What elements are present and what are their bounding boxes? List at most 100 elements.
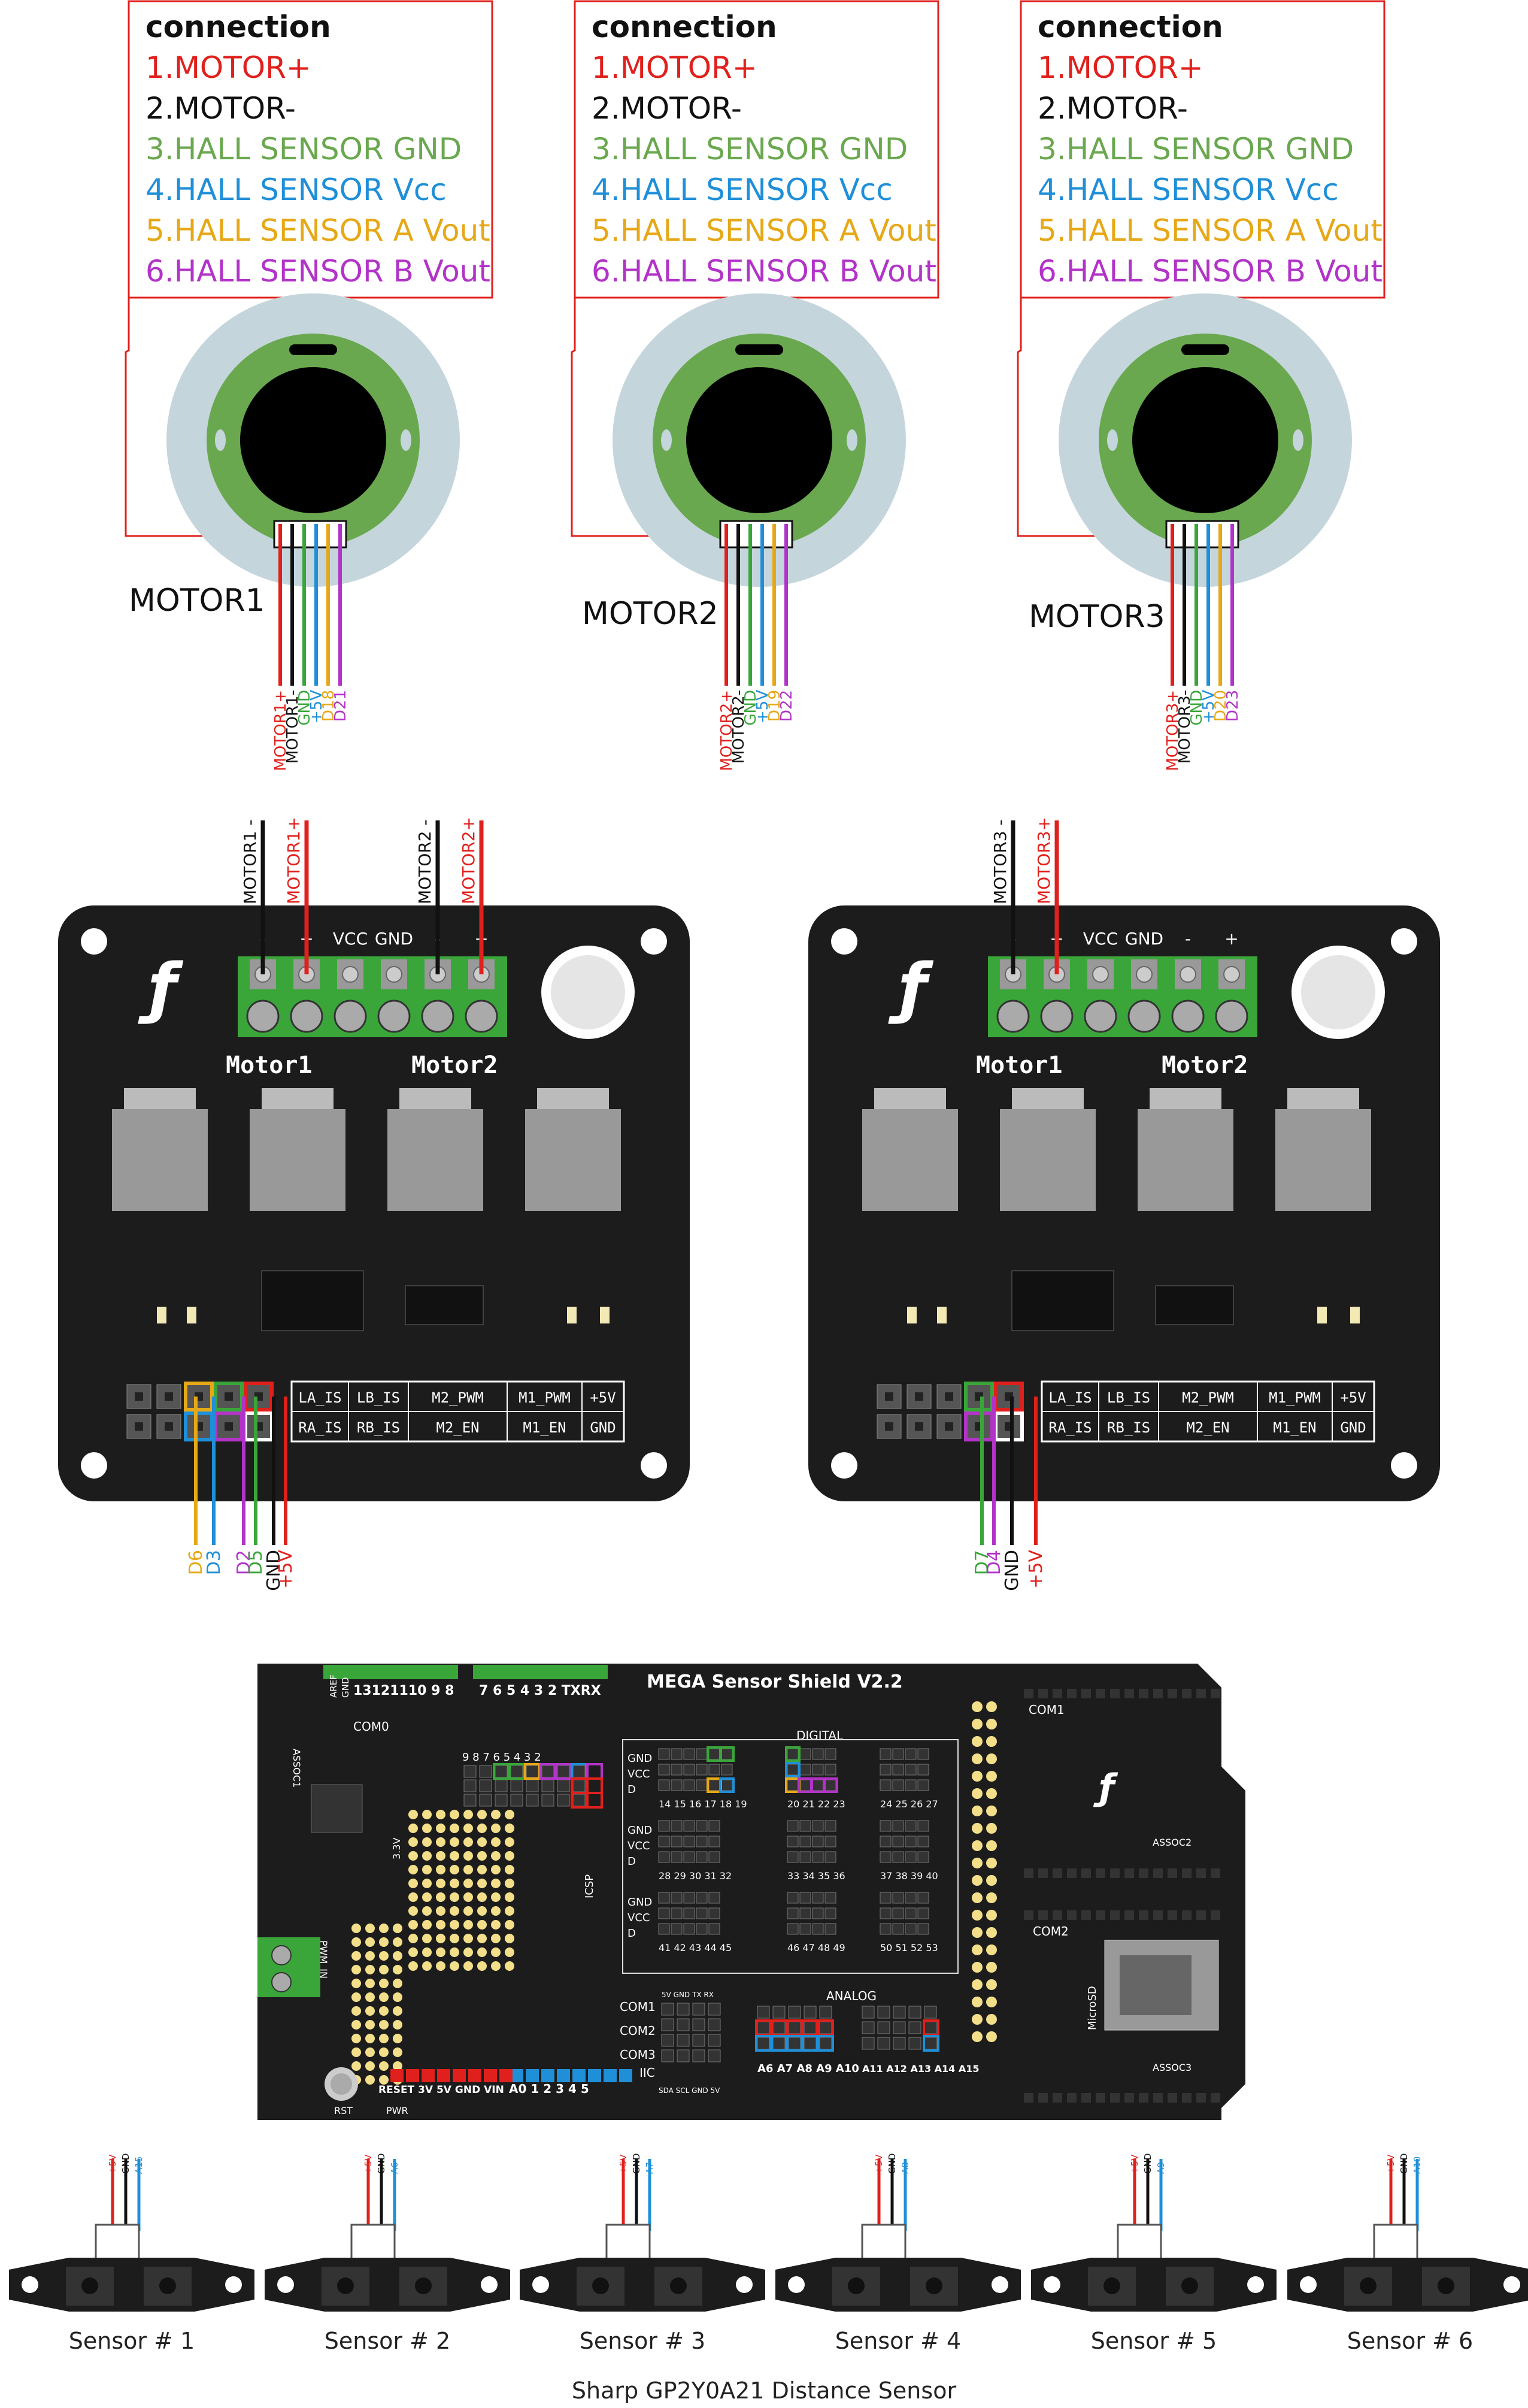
digital-pin	[787, 1820, 799, 1832]
pwm-pin	[541, 1765, 554, 1778]
proto-hole	[450, 1934, 459, 1943]
pin-table-cell: GND	[590, 1419, 616, 1436]
terminal-screw	[246, 999, 280, 1033]
edge-pin	[972, 1701, 983, 1712]
digital-pin-numbers: 41 42 43 44 45	[659, 1942, 732, 1953]
connection-item: 1.MOTOR+	[592, 50, 757, 85]
proto-hole	[450, 1947, 459, 1957]
com-header-pin	[1124, 2093, 1134, 2103]
pwm-pin	[479, 1794, 492, 1807]
proto-hole	[408, 1961, 418, 1971]
analog-pin	[924, 2037, 937, 2050]
analog-bottom-pin	[604, 2069, 617, 2082]
edge-pin	[986, 1736, 997, 1747]
analog-pin	[819, 2006, 832, 2019]
driver-wire-label: D7	[972, 1550, 993, 1575]
proto-hole	[379, 2006, 389, 2016]
proto-hole	[505, 1947, 514, 1957]
digital-pin	[658, 1779, 670, 1791]
led	[907, 1307, 917, 1323]
proto-hole	[463, 1810, 473, 1819]
a-bottom-label: A6 A7 A8 A9 A10	[757, 2062, 859, 2075]
mosfet-tab	[262, 1088, 334, 1109]
pwm-pin	[557, 1794, 570, 1807]
com-header-pin	[1153, 1689, 1163, 1698]
leader-line	[1017, 298, 1163, 537]
edge-pin	[986, 1806, 997, 1816]
proto-hole	[422, 1865, 432, 1874]
sensor-connector	[95, 2224, 140, 2262]
pin-table-cell: RA_IS	[1048, 1419, 1092, 1436]
digital-pin	[917, 1907, 929, 1919]
led	[1350, 1307, 1360, 1323]
analog-row-label: A0 1 2 3 4 5	[509, 2082, 589, 2096]
proto-hole	[477, 1934, 487, 1943]
edge-pin	[972, 2014, 983, 2025]
terminal-label: VCC	[1083, 929, 1118, 949]
proto-hole	[505, 1824, 514, 1833]
edge-pin	[986, 1823, 997, 1834]
proto-hole	[450, 1824, 459, 1833]
pin-table-cell: M1_EN	[523, 1419, 566, 1436]
com-header-pin	[1124, 1689, 1134, 1698]
motor-wire-label: +5V	[1200, 690, 1218, 723]
analog-bottom-pin	[619, 2069, 632, 2082]
digital-pin	[787, 1907, 799, 1919]
proto-hole	[379, 1937, 389, 1947]
sensor-lens	[415, 2277, 432, 2294]
proto-hole	[365, 2034, 375, 2043]
mosfet-tab	[1150, 1088, 1221, 1109]
motor-hole	[215, 429, 226, 451]
sensor-name: Sensor # 1	[69, 2328, 195, 2354]
motor-shaft	[1132, 367, 1278, 513]
mount-hole	[831, 928, 857, 955]
proto-hole	[408, 1879, 418, 1888]
digital-pin	[708, 1907, 720, 1919]
pwm-pin	[526, 1765, 539, 1778]
proto-hole	[477, 1810, 487, 1819]
digital-pin	[696, 1820, 708, 1832]
edge-pin	[972, 1875, 983, 1886]
driver-wire-label: MOTOR3+	[1034, 817, 1054, 904]
proto-hole	[408, 1906, 418, 1916]
ic-chip	[405, 1285, 484, 1325]
proto-hole	[365, 1937, 375, 1947]
gvd-label: D	[627, 1783, 636, 1796]
analog-pin	[877, 2006, 890, 2019]
ic-chip	[1011, 1270, 1114, 1331]
led	[1317, 1307, 1327, 1323]
pin-table-cell: M2_EN	[1186, 1419, 1229, 1436]
sensor-lens	[592, 2277, 609, 2294]
digital-pin	[824, 1764, 836, 1776]
mega-sensor-shield: 13121110 9 8 7 6 5 4 3 2 TXRX AREF GND M…	[257, 1664, 1245, 2120]
com-header-pin	[1182, 1868, 1192, 1878]
com-header-pin	[1211, 2093, 1220, 2103]
digital-pin	[892, 1835, 904, 1847]
proto-hole	[365, 1979, 375, 1988]
connection-box	[574, 0, 939, 299]
connection-item: 5.HALL SENSOR A Vout	[145, 213, 490, 248]
digital-pin-numbers: 33 34 35 36	[787, 1870, 845, 1882]
proto-hole	[379, 1951, 389, 1961]
pwm-pin	[541, 1779, 554, 1792]
com-pin	[661, 2049, 674, 2062]
mosfet	[250, 1109, 345, 1211]
digital-pin	[787, 1892, 799, 1904]
pwm-pin	[510, 1794, 523, 1807]
proto-hole	[436, 1906, 445, 1916]
mosfet	[1275, 1109, 1371, 1211]
proto-hole	[422, 1879, 432, 1888]
motor-wire-label: GND	[1188, 690, 1206, 726]
digital-pin	[799, 1764, 811, 1776]
com-header-pin	[1110, 1910, 1120, 1920]
digital-pin	[658, 1923, 670, 1935]
sensor-lens	[1181, 2277, 1198, 2294]
motor-wire-label: MOTOR3-	[1176, 690, 1194, 764]
proto-hole	[505, 1920, 514, 1930]
digital-pin	[683, 1820, 695, 1832]
gvd-label: VCC	[627, 1768, 650, 1780]
analog-bottom-pin	[526, 2069, 539, 2082]
sensor-lens	[337, 2277, 354, 2294]
digital-pin	[880, 1779, 892, 1791]
